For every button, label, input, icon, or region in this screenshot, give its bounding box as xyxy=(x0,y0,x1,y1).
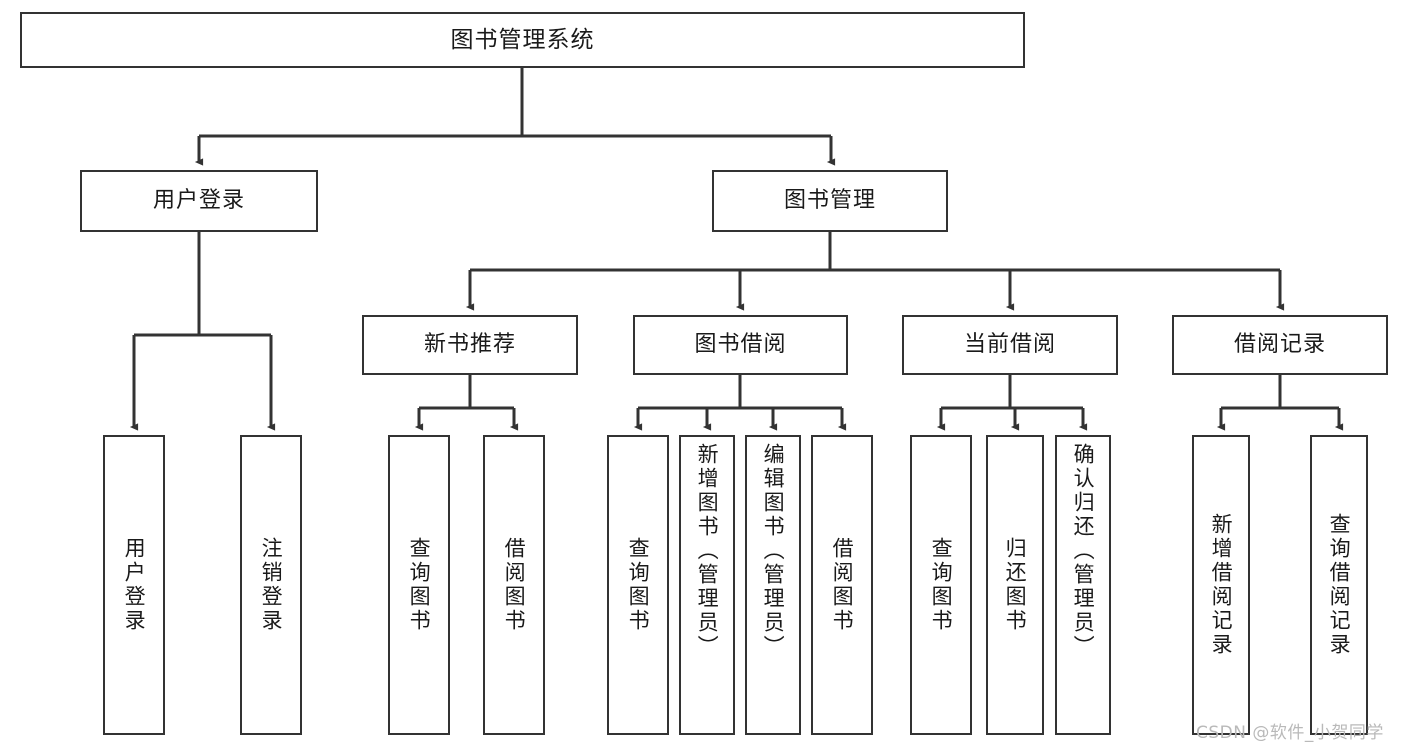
leaf-borrow-book-1-label: 借阅图书 xyxy=(502,537,527,633)
leaf-query-book-1[interactable]: 查询图书 xyxy=(388,435,450,735)
leaf-query-book-2[interactable]: 查询图书 xyxy=(607,435,669,735)
leaf-query-book-2-label: 查询图书 xyxy=(626,537,651,633)
leaf-borrow-book-1[interactable]: 借阅图书 xyxy=(483,435,545,735)
leaf-query-record-label: 查询借阅记录 xyxy=(1327,513,1352,657)
leaf-logout[interactable]: 注销登录 xyxy=(240,435,302,735)
leaf-confirm-return-label: 确认归还（管理员） xyxy=(1071,443,1096,659)
node-book-manage[interactable]: 图书管理 xyxy=(712,170,948,232)
leaf-user-login-label: 用户登录 xyxy=(122,537,147,633)
leaf-borrow-book-2[interactable]: 借阅图书 xyxy=(811,435,873,735)
leaf-add-book[interactable]: 新增图书（管理员） xyxy=(679,435,735,735)
node-root[interactable]: 图书管理系统 xyxy=(20,12,1025,68)
leaf-edit-book[interactable]: 编辑图书（管理员） xyxy=(745,435,801,735)
leaf-borrow-book-2-label: 借阅图书 xyxy=(830,537,855,633)
node-user-login[interactable]: 用户登录 xyxy=(80,170,318,232)
leaf-return-book-label: 归还图书 xyxy=(1003,537,1028,633)
node-borrow-record-label: 借阅记录 xyxy=(1233,332,1326,358)
leaf-query-book-1-label: 查询图书 xyxy=(407,537,432,633)
leaf-logout-label: 注销登录 xyxy=(259,537,284,633)
node-borrow-record[interactable]: 借阅记录 xyxy=(1172,315,1388,375)
leaf-query-record[interactable]: 查询借阅记录 xyxy=(1310,435,1368,735)
leaf-user-login[interactable]: 用户登录 xyxy=(103,435,165,735)
leaf-query-book-3-label: 查询图书 xyxy=(929,537,954,633)
node-book-borrow-label: 图书借阅 xyxy=(694,332,787,358)
node-user-login-label: 用户登录 xyxy=(152,188,245,214)
leaf-add-record-label: 新增借阅记录 xyxy=(1209,513,1234,657)
leaf-query-book-3[interactable]: 查询图书 xyxy=(910,435,972,735)
leaf-edit-book-label: 编辑图书（管理员） xyxy=(761,443,786,659)
csdn-watermark: CSDN @软件_小贺同学 xyxy=(1196,723,1384,743)
leaf-return-book[interactable]: 归还图书 xyxy=(986,435,1044,735)
node-current-borrow-label: 当前借阅 xyxy=(963,332,1056,358)
node-current-borrow[interactable]: 当前借阅 xyxy=(902,315,1118,375)
node-new-book-rec[interactable]: 新书推荐 xyxy=(362,315,578,375)
node-book-manage-label: 图书管理 xyxy=(783,188,876,214)
leaf-confirm-return[interactable]: 确认归还（管理员） xyxy=(1055,435,1111,735)
leaf-add-record[interactable]: 新增借阅记录 xyxy=(1192,435,1250,735)
node-root-label: 图书管理系统 xyxy=(450,26,595,53)
node-new-book-rec-label: 新书推荐 xyxy=(423,332,516,358)
leaf-add-book-label: 新增图书（管理员） xyxy=(695,443,720,659)
node-book-borrow[interactable]: 图书借阅 xyxy=(633,315,848,375)
